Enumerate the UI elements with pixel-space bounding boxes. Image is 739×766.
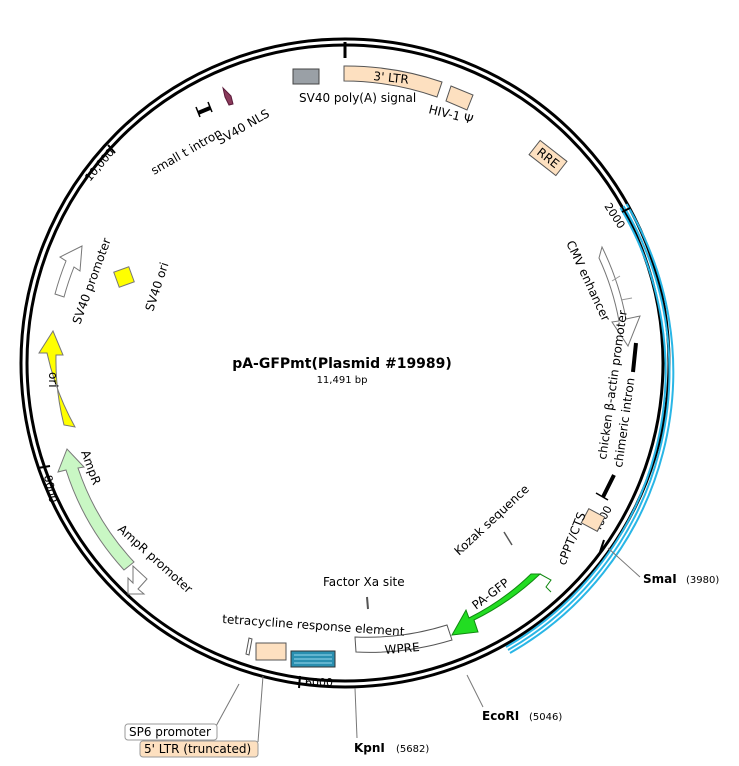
- cmv-divider: [611, 275, 621, 282]
- sv40-polya-label: SV40 poly(A) signal: [299, 91, 416, 105]
- kozak-feature[interactable]: [503, 531, 513, 546]
- ecori-name[interactable]: EcoRI: [482, 709, 519, 723]
- sp6-feature[interactable]: [245, 637, 253, 656]
- ltr3-label: 3' LTR: [373, 69, 410, 87]
- sv40-promoter-arrow[interactable]: [54, 245, 83, 298]
- tick-6000: 6000: [298, 675, 333, 689]
- cmv-label: CMV enhancer: [563, 238, 613, 323]
- sv40-polya-feature[interactable]: [292, 68, 320, 85]
- factor-xa-label: Factor Xa site: [323, 575, 405, 589]
- ltr3-feature[interactable]: [343, 65, 443, 98]
- cmv-chicken-arrow[interactable]: [598, 245, 641, 348]
- factor-xa-feature[interactable]: [366, 596, 369, 610]
- rre-feature[interactable]: RRE: [528, 139, 568, 177]
- chimeric-intron-bar[interactable]: [631, 342, 638, 373]
- sp6-label: SP6 promoter: [129, 725, 211, 739]
- insert-highlight: [505, 203, 675, 654]
- sp6-callout: [214, 683, 240, 729]
- sp6-tag[interactable]: [124, 723, 218, 741]
- cppt-label: cPPT/CTS: [555, 510, 589, 567]
- ori-label: ori: [46, 372, 60, 388]
- ori-arrow[interactable]: [38, 329, 76, 428]
- small-t-feature[interactable]: [195, 101, 213, 118]
- sv40-nls-label: SV40 NLS: [215, 106, 272, 147]
- ltr5-callout: [257, 675, 264, 743]
- smai-name[interactable]: SmaI: [643, 572, 677, 586]
- plasmid-name: pA-GFPmt(Plasmid #19989): [232, 356, 452, 372]
- kpni-pos: (5682): [396, 744, 429, 755]
- tick-label-2000: 2000: [601, 201, 627, 232]
- tre-pattern: [294, 654, 332, 664]
- ecori-pos: (5046): [529, 712, 562, 723]
- cmv-divider-2: [620, 297, 633, 301]
- tre-label: tetracycline response element: [222, 612, 405, 639]
- plasmid-size: 11,491 bp: [317, 375, 368, 386]
- ltr5-feature[interactable]: [255, 642, 287, 661]
- sv40-nls-feature[interactable]: [222, 86, 234, 106]
- kpni-name[interactable]: KpnI: [354, 741, 385, 755]
- tick-8000: 8000: [37, 465, 60, 504]
- intron-bar-2[interactable]: [601, 474, 616, 498]
- wpre-label: WPRE: [384, 640, 420, 657]
- small-t-label: small t intron: [149, 126, 225, 178]
- kpni-callout: [354, 687, 358, 739]
- ltr5-label: 5' LTR (truncated): [144, 742, 251, 756]
- intron-bar-cap: [595, 492, 609, 501]
- cppt-feature[interactable]: [580, 508, 606, 532]
- tick-label-8000: 8000: [41, 474, 60, 504]
- smai-callout: [607, 547, 641, 578]
- sv40-ori-label: SV40 ori: [143, 261, 172, 313]
- pagfp-end: [539, 573, 552, 593]
- smai-pos: (3980): [686, 575, 719, 586]
- ampr-arrow[interactable]: [57, 448, 135, 571]
- ampr-promoter-arrow[interactable]: [127, 564, 148, 595]
- ltr5-tag[interactable]: [139, 740, 259, 758]
- hiv-psi-feature[interactable]: [445, 85, 474, 111]
- wpre-feature[interactable]: [354, 624, 453, 653]
- sv40-ori-feature[interactable]: [113, 266, 135, 288]
- ecori-callout: [466, 674, 484, 708]
- tick-label-6000: 6000: [305, 676, 333, 689]
- pagfp-arrow[interactable]: [451, 573, 542, 636]
- kozak-label: Kozak sequence: [451, 482, 531, 558]
